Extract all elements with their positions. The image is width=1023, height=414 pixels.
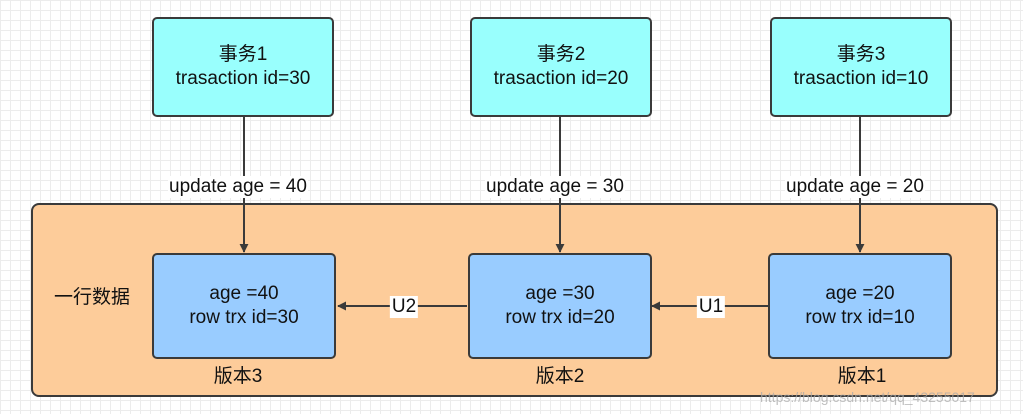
transaction-id: trasaction id=20 <box>493 68 629 89</box>
transaction-id: trasaction id=10 <box>793 68 929 89</box>
version-label-2: 版本2 <box>535 366 585 387</box>
undo-label-u1: U1 <box>696 296 726 318</box>
transaction-box-1: 事务1 trasaction id=30 <box>152 17 334 117</box>
version-label-3: 版本3 <box>213 366 263 387</box>
watermark: https://blog.csdn.net/qq_43255017 <box>760 389 975 405</box>
transaction-box-3: 事务3 trasaction id=10 <box>770 17 952 117</box>
transaction-title: 事务1 <box>218 44 268 65</box>
version-age: age =40 <box>209 283 279 304</box>
version-trx-id: row trx id=20 <box>505 307 615 328</box>
update-label-2: update age = 30 <box>485 176 625 198</box>
transaction-title: 事务2 <box>536 44 586 65</box>
version-box-3: age =40 row trx id=30 <box>152 253 336 359</box>
transaction-box-2: 事务2 trasaction id=20 <box>470 17 652 117</box>
version-age: age =30 <box>525 283 595 304</box>
version-trx-id: row trx id=10 <box>805 307 915 328</box>
update-label-3: update age = 20 <box>785 176 925 198</box>
version-box-2: age =30 row trx id=20 <box>468 253 652 359</box>
version-age: age =20 <box>825 283 895 304</box>
version-trx-id: row trx id=30 <box>189 307 299 328</box>
version-box-1: age =20 row trx id=10 <box>768 253 952 359</box>
update-label-1: update age = 40 <box>168 176 308 198</box>
undo-label-u2: U2 <box>389 296 419 318</box>
transaction-id: trasaction id=30 <box>175 68 311 89</box>
transaction-title: 事务3 <box>836 44 886 65</box>
version-label-1: 版本1 <box>837 366 887 387</box>
row-data-label: 一行数据 <box>54 287 131 308</box>
